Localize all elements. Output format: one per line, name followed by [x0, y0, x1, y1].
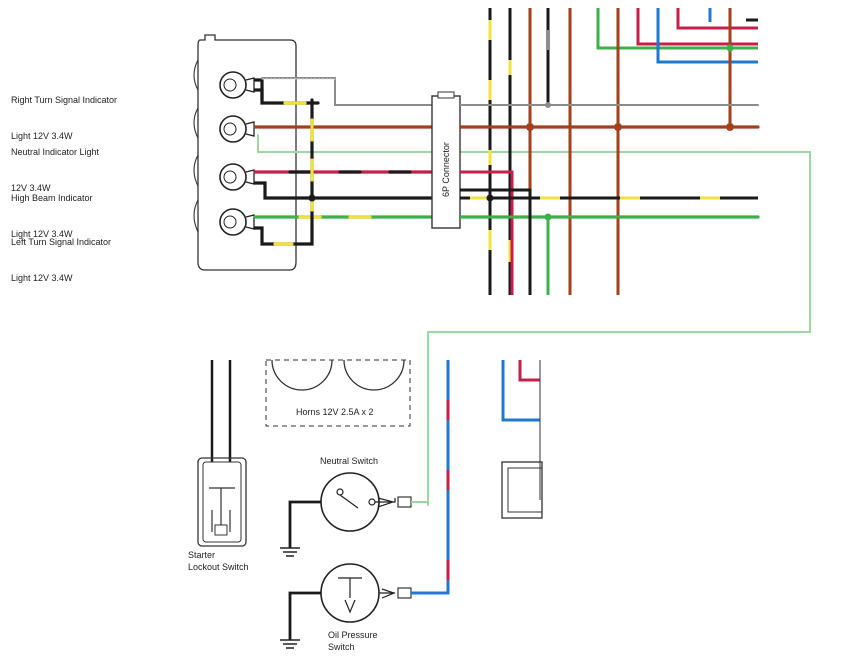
connector-label: 6P Connector: [441, 142, 451, 197]
left-turn-indicator-spec: Light 12V 3.4W: [11, 273, 73, 283]
oil-pressure-line1: Oil Pressure: [328, 630, 378, 640]
left-turn-indicator-name: Left Turn Signal Indicator: [11, 237, 112, 247]
harness-junctions: [486, 44, 734, 221]
neutral-switch: Neutral Switch: [280, 456, 429, 557]
starter-lockout-switch: Starter Lockout Switch: [188, 360, 249, 572]
bulb-wires: [253, 77, 811, 506]
neutral-indicator-name: Neutral Indicator Light: [11, 147, 100, 157]
left-turn-indicator-label: Left Turn Signal Indicator Light 12V 3.4…: [11, 212, 111, 296]
neutral-indicator-spec: 12V 3.4W: [11, 183, 51, 193]
bulb-left-turn-icon: [219, 208, 255, 236]
horns-label: Horns 12V 2.5A x 2: [296, 407, 374, 417]
oil-pressure-line2: Switch: [328, 642, 355, 652]
high-beam-indicator-spec: Light 12V 3.4W: [11, 229, 73, 239]
high-beam-indicator-name: High Beam Indicator: [11, 193, 93, 203]
high-beam-indicator-label: High Beam Indicator Light 12V 3.4W: [11, 168, 93, 252]
starter-lockout-line2: Lockout Switch: [188, 562, 249, 572]
bulb-right-turn-icon: [219, 71, 255, 99]
ground-icon: [280, 547, 300, 557]
indicator-housing: [193, 34, 297, 271]
right-turn-indicator-name: Right Turn Signal Indicator: [11, 95, 118, 105]
harness-wires: [460, 8, 758, 295]
6p-connector: 6P Connector: [431, 91, 461, 229]
oil-pressure-switch: Oil Pressure Switch: [280, 360, 450, 652]
partial-component-right: [501, 360, 543, 519]
right-turn-indicator-label: Right Turn Signal Indicator Light 12V 3.…: [11, 70, 117, 154]
horns: Horns 12V 2.5A x 2: [265, 359, 411, 427]
bulb-neutral-icon: [219, 115, 255, 143]
horn-left-icon: [271, 359, 333, 391]
right-turn-indicator-spec: Light 12V 3.4W: [11, 131, 73, 141]
horn-right-icon: [343, 359, 405, 391]
ground-icon: [280, 639, 300, 649]
neutral-indicator-label: Neutral Indicator Light 12V 3.4W: [11, 122, 99, 206]
neutral-switch-label: Neutral Switch: [320, 456, 378, 466]
starter-lockout-line1: Starter: [188, 550, 215, 560]
junction-dot: [308, 194, 316, 202]
bulb-high-beam-icon: [219, 163, 255, 191]
